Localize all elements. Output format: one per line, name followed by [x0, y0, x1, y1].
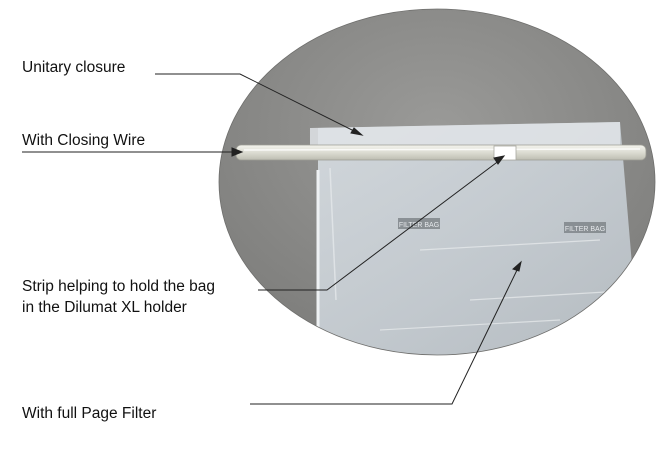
bag-print-right-box: [564, 222, 606, 233]
label-strip-line-1: Strip helping to hold the bag: [22, 278, 216, 295]
leader-full-page-filter: [250, 267, 519, 405]
arrow-strip: [493, 155, 506, 165]
bag-photo-oval: FILTER BAG FILTER BAG: [219, 9, 655, 355]
filter-bag-film: [318, 122, 640, 355]
label-unitary-closure: Unitary closure: [22, 59, 126, 76]
arrow-closing-wire: [231, 147, 244, 157]
bag-print-right: FILTER BAG: [565, 226, 605, 233]
closing-wire-highlight: [243, 148, 641, 151]
leader-lines: [22, 73, 522, 405]
leader-strip: [258, 159, 501, 291]
bag-print-left-box: [398, 218, 440, 229]
bag-inner-fold: [329, 167, 337, 301]
closure-zone: [310, 122, 620, 152]
bag-print-left: FILTER BAG: [399, 222, 439, 229]
closing-wire: [235, 144, 647, 161]
label-full-page-filter: With full Page Filter: [22, 405, 157, 422]
label-strip: Strip helping to hold the bag in the Dil…: [22, 276, 215, 318]
arrow-unitary-closure: [350, 127, 364, 136]
arrow-full-page-filter: [512, 260, 522, 272]
leader-unitary-closure: [155, 73, 361, 135]
label-strip-line-2: in the Dilumat XL holder: [22, 299, 187, 316]
label-closing-wire: With Closing Wire: [22, 132, 146, 149]
photo-oval-outline: [218, 8, 656, 356]
